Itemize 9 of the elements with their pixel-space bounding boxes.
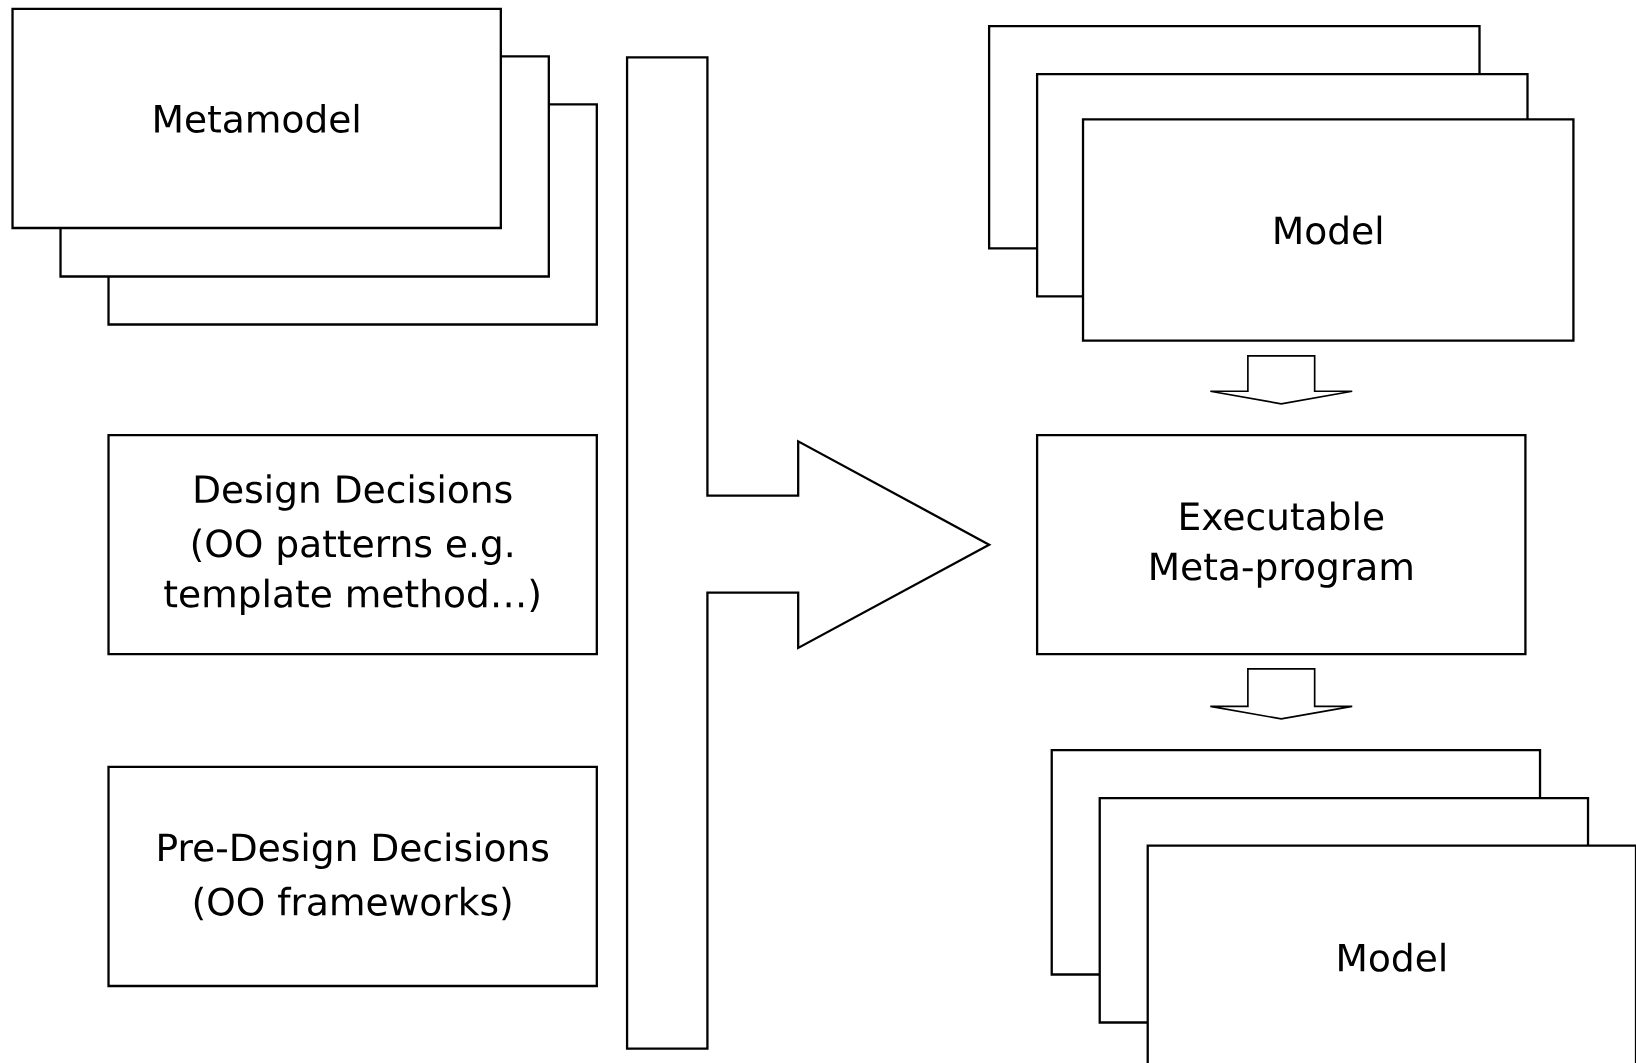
process-box: Pre-Design Decisions (OO frameworks) xyxy=(107,765,598,988)
process-box: Executable Meta-program xyxy=(1035,433,1527,656)
document-stack: Model xyxy=(1050,748,1636,1063)
block-arrow xyxy=(1209,354,1354,405)
document-stack: Metamodel xyxy=(11,7,598,326)
block-arrow xyxy=(1209,667,1354,720)
document-stack: Model xyxy=(987,24,1575,342)
block-arrow xyxy=(625,56,992,1050)
process-box: Design Decisions (OO patterns e.g. template method…) xyxy=(107,433,598,656)
